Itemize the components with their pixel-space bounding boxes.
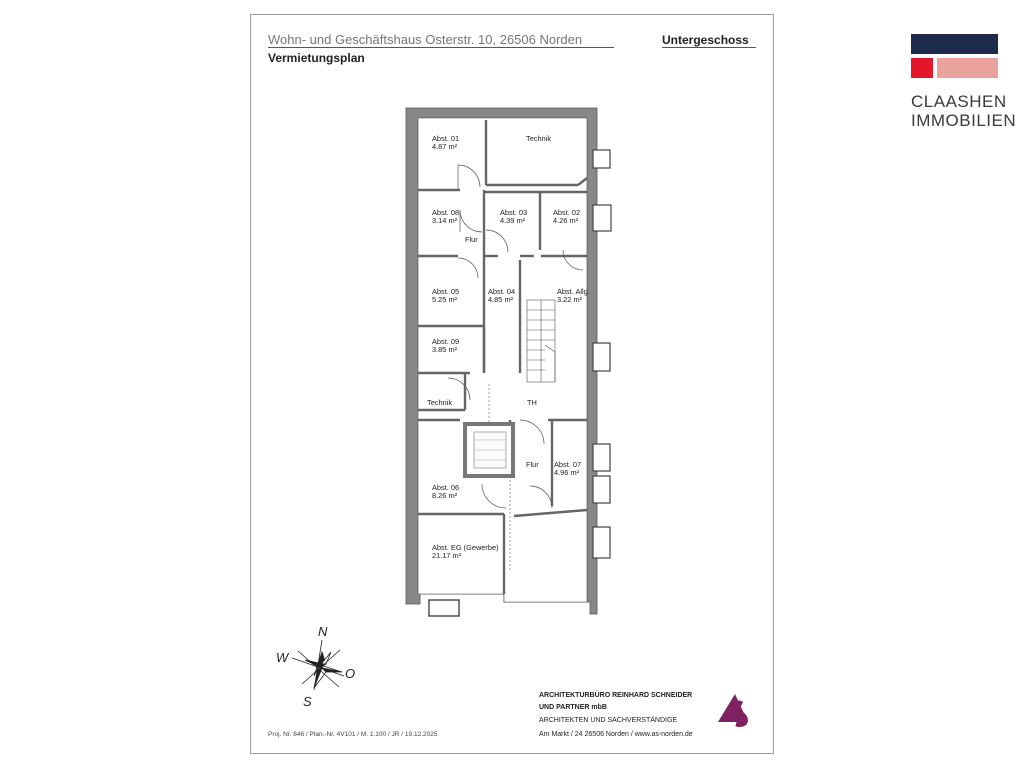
elevator-shaft	[463, 422, 515, 478]
room-label-flur: Flur	[465, 235, 478, 244]
architect-partner: UND PARTNER mbB	[539, 704, 607, 711]
room-area-abst-05: 5.25 m²	[432, 295, 458, 304]
compass-west: W	[276, 650, 289, 665]
architect-role: ARCHITEKTEN UND SACHVERSTÄNDIGE	[539, 717, 678, 724]
room-label-abst-09: Abst. 09	[432, 337, 459, 346]
room-label-abst-allg: Abst. Allg.	[557, 287, 590, 296]
architect-address: Am Markt / 24 26506 Norden / www.as-nord…	[539, 731, 693, 738]
compass-south: S	[303, 694, 312, 709]
window-bays	[592, 149, 612, 559]
building-title: Wohn- und Geschäftshaus Osterstr. 10, 26…	[268, 32, 583, 47]
room-labels: Abst. 01 4.87 m² Technik Abst. 08 3.14 m…	[427, 134, 590, 560]
brand-name-line2: IMMOBILIEN	[911, 111, 1017, 130]
architect-logo-icon	[718, 694, 748, 727]
floor-area	[417, 117, 588, 603]
room-area-abst-06: 8.26 m²	[432, 491, 458, 500]
compass-north: N	[318, 624, 328, 639]
room-area-abst-eg: 21.17 m²	[432, 551, 462, 560]
room-label-flur-2: Flur	[526, 460, 539, 469]
room-label-abst-02: Abst. 02	[553, 208, 580, 217]
light-well	[428, 599, 460, 617]
floor-level: Untergeschoss	[662, 33, 749, 47]
room-label-technik: Technik	[526, 134, 551, 143]
title-underline	[268, 47, 614, 48]
brand-logo-red-square	[911, 58, 933, 78]
door-swings	[447, 164, 584, 509]
room-label-abst-03: Abst. 03	[500, 208, 527, 217]
brand-name-line1: CLAASHEN	[911, 92, 1007, 111]
room-area-abst-04: 4.85 m²	[488, 295, 514, 304]
room-area-abst-09: 3.85 m²	[432, 345, 458, 354]
plan-subtitle: Vermietungsplan	[268, 51, 365, 65]
room-label-abst-08: Abst. 08	[432, 208, 459, 217]
room-area-abst-01: 4.87 m²	[432, 142, 458, 151]
room-area-abst-02: 4.26 m²	[553, 216, 579, 225]
room-area-abst-07: 4.96 m²	[554, 468, 580, 477]
architect-name: ARCHITEKTURBÜRO REINHARD SCHNEIDER	[539, 692, 693, 699]
plan-reference: Proj. Nr. 846 / Plan.-Nr. 4V101 / M. 1:1…	[268, 731, 438, 738]
room-area-abst-08: 3.14 m²	[432, 216, 458, 225]
room-label-th: TH	[527, 398, 537, 407]
brand-logo-pink-bar	[937, 58, 998, 78]
room-label-abst-eg: Abst. EG (Gewerbe)	[432, 543, 499, 552]
room-label-technik-2: Technik	[427, 398, 452, 407]
compass-east: O	[345, 666, 356, 681]
room-area-abst-allg: 3.22 m²	[557, 295, 583, 304]
brand-name: CLAASHEN IMMOBILIEN	[911, 92, 1016, 130]
room-label-abst-05: Abst. 05	[432, 287, 459, 296]
room-label-abst-07: Abst. 07	[554, 460, 581, 469]
level-underline	[662, 47, 756, 48]
compass-rose-icon	[291, 639, 345, 691]
room-area-abst-03: 4.39 m²	[500, 216, 526, 225]
room-label-abst-04: Abst. 04	[488, 287, 515, 296]
room-label-abst-06: Abst. 06	[432, 483, 459, 492]
brand-logo-dark-bar	[911, 34, 998, 54]
room-label-abst-01: Abst. 01	[432, 134, 459, 143]
interior-walls	[418, 120, 588, 594]
staircase	[526, 299, 556, 383]
